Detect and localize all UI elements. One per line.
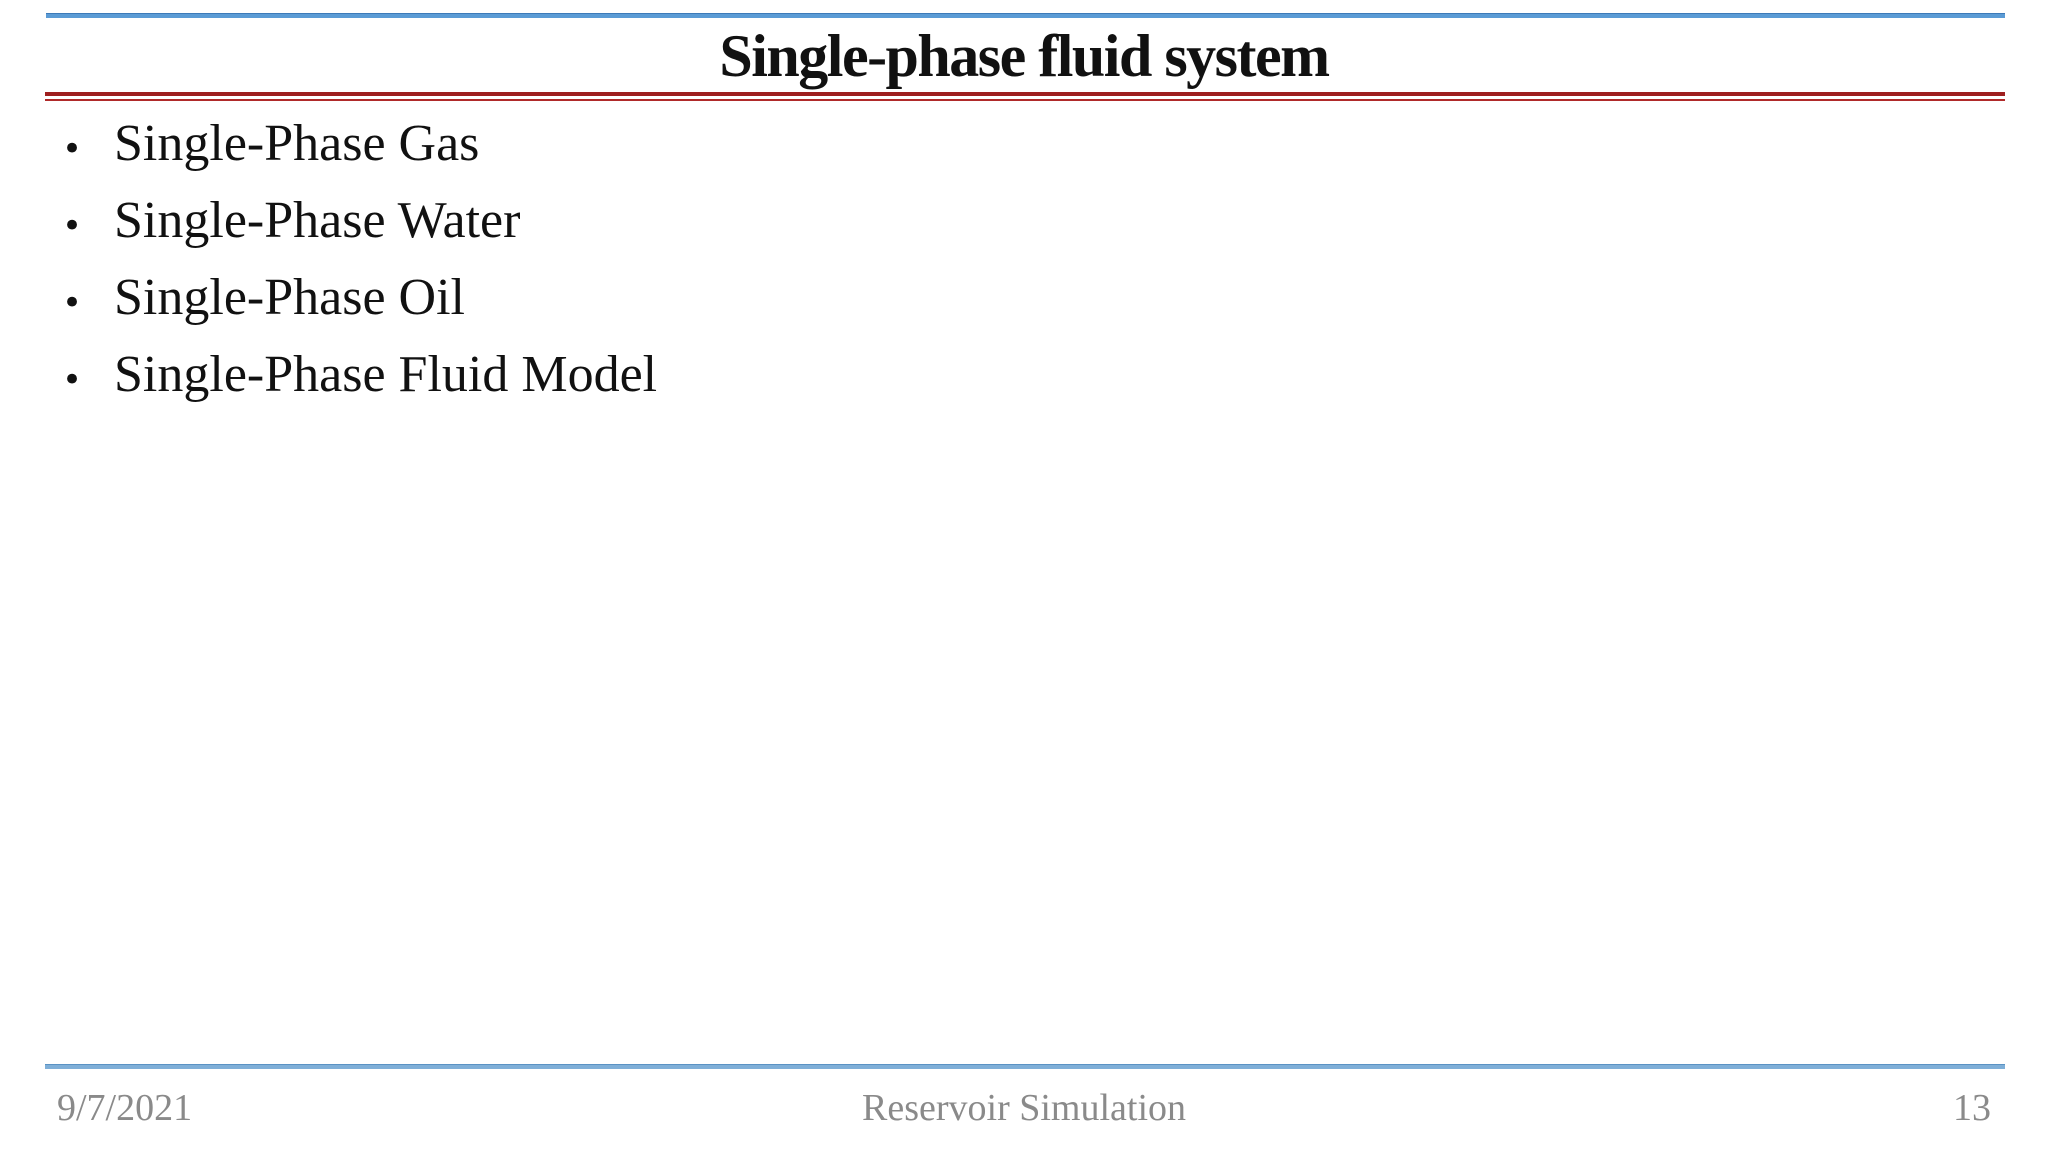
bullet-text: Single-Phase Oil [114,269,465,326]
footer: 9/7/2021 Reservoir Simulation 13 [45,1082,2005,1134]
footer-date: 9/7/2021 [57,1087,193,1129]
bullet-icon: • [62,206,83,246]
bullet-list: • Single-Phase Gas • Single-Phase Water … [60,105,1988,413]
footer-deck-title: Reservoir Simulation [861,1087,1187,1129]
title-underline-double-red [45,92,2005,101]
footer-border-line [45,1064,2005,1069]
bullet-icon: • [62,360,83,400]
slide-title: Single-phase fluid system [719,23,1330,89]
list-item: • Single-Phase Water [60,182,1988,259]
bullet-text: Single-Phase Gas [114,115,480,172]
bullet-icon: • [62,283,83,323]
list-item: • Single-Phase Oil [60,259,1988,336]
bullet-icon: • [62,129,83,169]
list-item: • Single-Phase Gas [60,105,1988,182]
bullet-text: Single-Phase Water [114,192,521,249]
bullet-text: Single-Phase Fluid Model [114,346,658,403]
top-border-line [46,13,2005,18]
list-item: • Single-Phase Fluid Model [60,336,1988,413]
footer-page-number: 13 [1953,1087,1991,1129]
